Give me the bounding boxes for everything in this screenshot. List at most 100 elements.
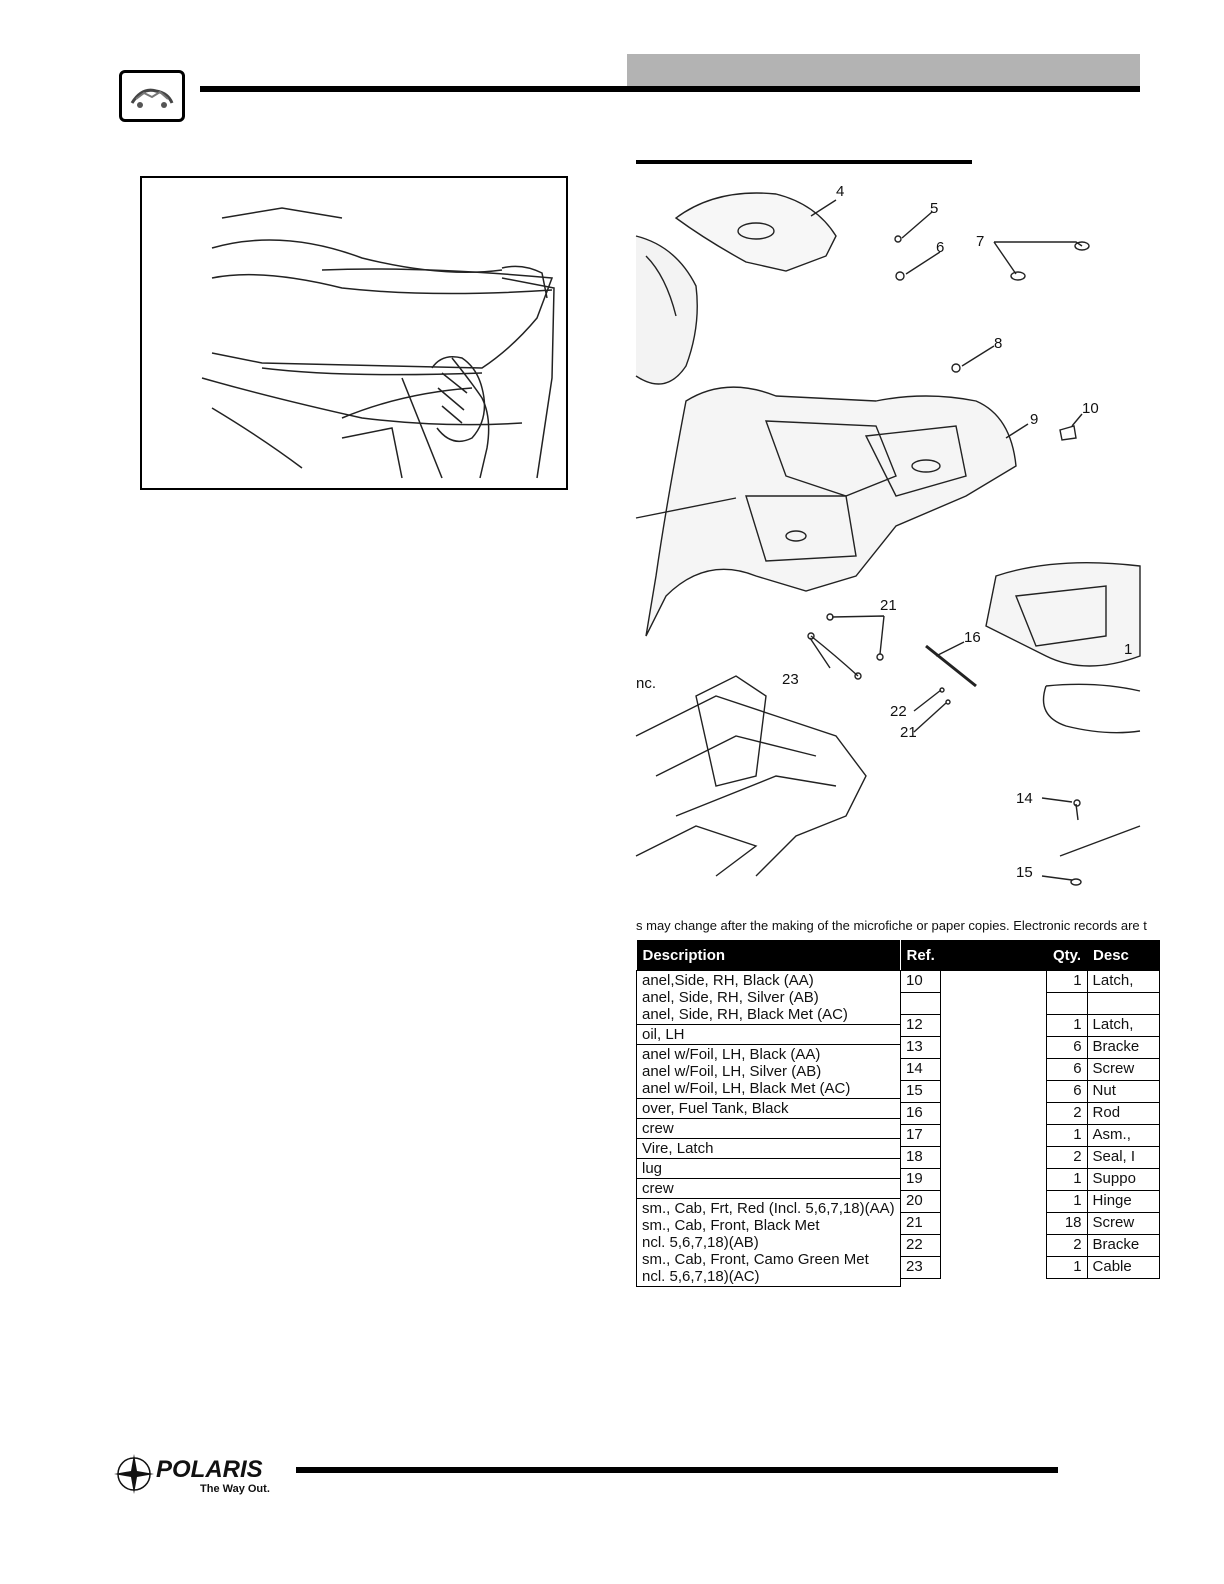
ref-cell: 20 <box>899 1190 942 1213</box>
desc-cell: Cable <box>1086 1256 1161 1279</box>
description-line: Vire, Latch <box>642 1140 714 1157</box>
callout-10: 10 <box>1082 400 1099 417</box>
description-line: anel w/Foil, LH, Silver (AB) <box>642 1063 822 1080</box>
callout-5: 5 <box>930 200 938 217</box>
callout-7: 7 <box>976 233 984 250</box>
ref-cell: 19 <box>899 1168 942 1191</box>
callout-6: 6 <box>936 239 944 256</box>
table-row: Vire, Latch <box>636 1138 901 1159</box>
col-description: Description <box>636 940 901 971</box>
ref-cell: 16 <box>899 1102 942 1125</box>
desc-cell: Bracke <box>1086 1036 1161 1059</box>
description-line: ncl. 5,6,7,18)(AC) <box>642 1268 760 1285</box>
qty-cell: 18 <box>1046 1212 1088 1235</box>
desc-cell <box>1086 992 1161 1015</box>
callout-16: 16 <box>964 629 981 646</box>
desc-cell: Nut <box>1086 1080 1161 1103</box>
qty-cell: 1 <box>1046 1168 1088 1191</box>
spacer-cell <box>940 1036 1048 1059</box>
desc-cell: Screw <box>1086 1058 1161 1081</box>
spacer-cell <box>940 992 1048 1015</box>
exploded-parts-diagram: 4 5 6 7 8 9 10 21 16 1 23 22 21 14 15 nc… <box>635 176 1141 886</box>
description-line: crew <box>642 1180 674 1197</box>
spacer-cell <box>940 1146 1048 1169</box>
header-rule <box>200 86 1140 92</box>
ref-cell: 10 <box>899 970 942 993</box>
qty-cell: 2 <box>1046 1102 1088 1125</box>
header-gray-band <box>627 54 1140 86</box>
table-row: crew <box>636 1178 901 1199</box>
spacer-cell <box>940 1058 1048 1081</box>
ref-cell: 13 <box>899 1036 942 1059</box>
qty-cell: 2 <box>1046 1234 1088 1257</box>
table-row: sm., Cab, Frt, Red (Incl. 5,6,7,18)(AA) s… <box>636 1198 901 1287</box>
description-cell: oil, LH <box>636 1024 901 1045</box>
description-cell: Vire, Latch <box>636 1138 901 1159</box>
description-line: anel w/Foil, LH, Black (AA) <box>642 1046 821 1063</box>
callout-23: 23 <box>782 671 799 688</box>
brand-tagline: The Way Out. <box>200 1483 270 1495</box>
col-spacer <box>940 940 1047 971</box>
callout-14: 14 <box>1016 790 1033 807</box>
description-line: ncl. 5,6,7,18)(AB) <box>642 1234 759 1251</box>
col-desc: Desc <box>1087 940 1160 971</box>
ref-cell: 18 <box>899 1146 942 1169</box>
callout-8: 8 <box>994 335 1002 352</box>
desc-cell: Bracke <box>1086 1234 1161 1257</box>
qty-cell: 6 <box>1046 1036 1088 1059</box>
spacer-cell <box>940 1168 1048 1191</box>
spacer-cell <box>940 1014 1048 1037</box>
table-row <box>899 992 1161 1015</box>
ref-cell <box>899 992 942 1015</box>
qty-cell: 1 <box>1046 1014 1088 1037</box>
parts-table-left: Description anel,Side, RH, Black (AA)ane… <box>636 940 901 1287</box>
col-qty: Qty. <box>1046 940 1088 971</box>
description-line: anel, Side, RH, Black Met (AC) <box>642 1006 848 1023</box>
desc-cell: Asm., <box>1086 1124 1161 1147</box>
ref-cell: 14 <box>899 1058 942 1081</box>
description-cell: anel,Side, RH, Black (AA)anel, Side, RH,… <box>636 970 901 1025</box>
description-line: sm., Cab, Frt, Red (Incl. 5,6,7,18)(AA) <box>642 1200 895 1217</box>
desc-cell: Seal, I <box>1086 1146 1161 1169</box>
ref-cell: 17 <box>899 1124 942 1147</box>
desc-cell: Latch, <box>1086 970 1161 993</box>
table-row: lug <box>636 1158 901 1179</box>
desc-cell: Latch, <box>1086 1014 1161 1037</box>
spacer-cell <box>940 1256 1048 1279</box>
qty-cell: 1 <box>1046 1256 1088 1279</box>
table-row: crew <box>636 1118 901 1139</box>
table-row: anel w/Foil, LH, Black (AA)anel w/Foil, … <box>636 1044 901 1099</box>
table-row: anel,Side, RH, Black (AA)anel, Side, RH,… <box>636 970 901 1025</box>
desc-cell: Screw <box>1086 1212 1161 1235</box>
description-line: sm., Cab, Front, Camo Green Met <box>642 1251 869 1268</box>
desc-cell: Rod <box>1086 1102 1161 1125</box>
desc-cell: Hinge <box>1086 1190 1161 1213</box>
qty-cell: 1 <box>1046 970 1088 993</box>
spacer-cell <box>940 1080 1048 1103</box>
description-line: anel w/Foil, LH, Black Met (AC) <box>642 1080 851 1097</box>
description-cell: crew <box>636 1178 901 1199</box>
callout-21-upper: 21 <box>880 597 897 614</box>
brand-name: POLARIS <box>156 1456 263 1483</box>
qty-cell: 6 <box>1046 1080 1088 1103</box>
spacer-cell <box>940 970 1048 993</box>
description-line: crew <box>642 1120 674 1137</box>
section-rule <box>636 160 972 164</box>
description-line: lug <box>642 1160 663 1177</box>
qty-cell: 2 <box>1046 1146 1088 1169</box>
footer-rule <box>296 1467 1058 1473</box>
desc-cell: Suppo <box>1086 1168 1161 1191</box>
records-notice: s may change after the making of the mic… <box>636 918 1147 933</box>
description-cell: anel w/Foil, LH, Black (AA)anel w/Foil, … <box>636 1044 901 1099</box>
ref-cell: 12 <box>899 1014 942 1037</box>
